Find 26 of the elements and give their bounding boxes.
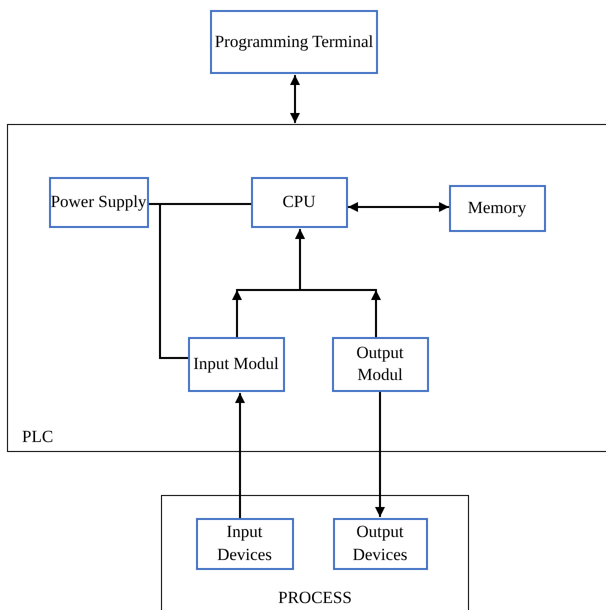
box-label: CPU <box>282 190 316 213</box>
arrow <box>375 392 385 517</box>
box-label: Power Supply <box>50 190 146 213</box>
arrow <box>348 202 449 212</box>
box-label: Input Modul <box>193 352 279 375</box>
process-frame <box>161 495 469 610</box>
box-label: Memory <box>468 196 526 219</box>
box-label: Output Modul <box>355 342 405 386</box>
box-label: Output Devices <box>352 521 408 566</box>
arrow <box>235 393 245 518</box>
frame-title: PROCESS <box>277 588 353 608</box>
box-label: Input Devices <box>216 521 273 566</box>
device-box <box>196 518 294 570</box>
frame-title: PLC <box>22 427 54 447</box>
connector-line <box>149 203 188 359</box>
module-box <box>188 336 284 392</box>
memory-box <box>448 184 546 232</box>
arrow <box>295 229 377 337</box>
box-label: Programming Terminal <box>214 30 374 53</box>
terminal-box <box>210 10 378 74</box>
module-box <box>332 336 428 392</box>
device-box <box>332 518 428 570</box>
module-box <box>48 176 148 228</box>
arrow <box>290 75 300 123</box>
plc-frame <box>7 124 606 452</box>
cpu-box <box>250 176 348 228</box>
